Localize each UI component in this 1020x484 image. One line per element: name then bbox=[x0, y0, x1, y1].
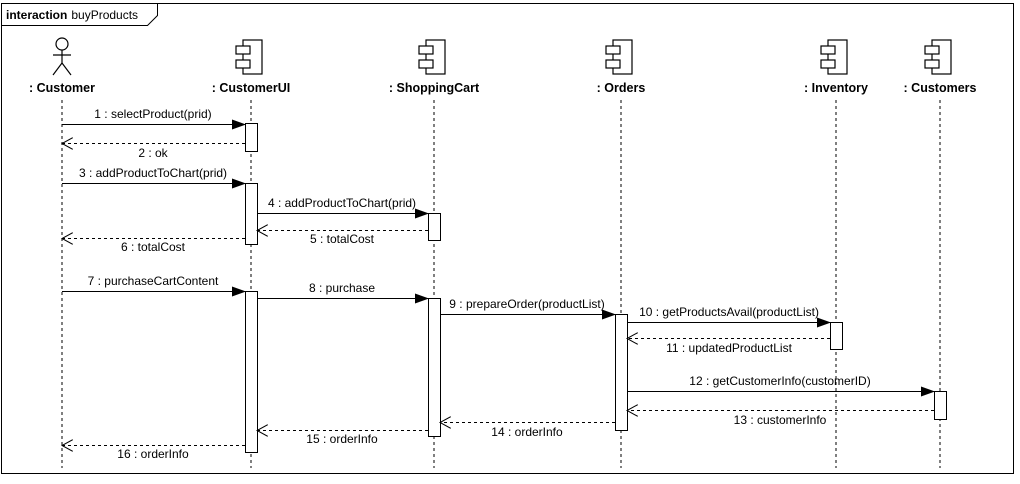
activation-bar-customerui bbox=[245, 183, 258, 245]
messages: 1 : selectProduct(prid) 2 : ok 3 : addProd… bbox=[62, 107, 935, 461]
activation-bars bbox=[245, 123, 947, 453]
return-message: 14 : orderInfo bbox=[440, 423, 615, 439]
actor-icon bbox=[52, 37, 72, 76]
message-label: 14 : orderInfo bbox=[491, 425, 563, 439]
message-label: 11 : updatedProductList bbox=[666, 341, 793, 355]
call-message: 10 : getProductsAvail(productList) bbox=[627, 305, 831, 328]
return-message: 5 : totalCost bbox=[257, 231, 428, 246]
lifeline-inventory: : Inventory bbox=[804, 39, 868, 468]
return-message: 16 : orderInfo bbox=[62, 446, 245, 461]
frame-tab bbox=[1, 3, 158, 26]
message-label: 9 : prepareOrder(productList) bbox=[449, 297, 604, 311]
lifeline-orders: : Orders bbox=[597, 39, 646, 468]
return-message: 15 : orderInfo bbox=[257, 431, 428, 446]
activation-bar-customers bbox=[934, 391, 947, 420]
component-icon bbox=[924, 39, 952, 75]
message-label: 7 : purchaseCartContent bbox=[88, 274, 219, 288]
component-icon bbox=[605, 39, 633, 75]
frame-keyword: interaction bbox=[6, 8, 67, 22]
call-message: 3 : addProductToChart(prid) bbox=[62, 166, 246, 189]
lifeline-label: : Customers bbox=[904, 81, 977, 95]
return-message: 11 : updatedProductList bbox=[627, 339, 830, 355]
component-icon bbox=[235, 39, 263, 75]
activation-bar-inventory bbox=[830, 322, 843, 350]
call-message: 7 : purchaseCartContent bbox=[62, 274, 246, 297]
activation-bar-customerui bbox=[245, 291, 258, 453]
lifeline-label: : Orders bbox=[597, 81, 646, 95]
message-label: 1 : selectProduct(prid) bbox=[94, 107, 211, 121]
frame-name: buyProducts bbox=[71, 8, 138, 22]
call-message: 4 : addProductToChart(prid) bbox=[257, 196, 429, 219]
call-message: 9 : prepareOrder(productList) bbox=[440, 297, 616, 320]
lifeline-label: : CustomerUI bbox=[212, 81, 290, 95]
message-label: 8 : purchase bbox=[309, 281, 375, 295]
message-label: 6 : totalCost bbox=[121, 240, 186, 254]
activation-bar-orders bbox=[615, 314, 628, 431]
frame-title: interaction buyProducts bbox=[6, 8, 138, 22]
lifeline-label: : Customer bbox=[29, 81, 95, 95]
message-label: 15 : orderInfo bbox=[306, 432, 378, 446]
return-message: 6 : totalCost bbox=[62, 239, 245, 254]
return-message: 13 : customerInfo bbox=[627, 411, 934, 427]
message-label: 5 : totalCost bbox=[310, 232, 375, 246]
call-message: 8 : purchase bbox=[257, 281, 429, 304]
activation-bar-customerui bbox=[245, 123, 258, 152]
lifeline-label: : ShoppingCart bbox=[389, 81, 480, 95]
component-icon bbox=[418, 39, 446, 75]
call-message: 12 : getCustomerInfo(customerID) bbox=[627, 374, 935, 397]
return-message: 2 : ok bbox=[62, 144, 245, 160]
lifeline-customer: : Customer bbox=[29, 37, 95, 468]
message-label: 12 : getCustomerInfo(customerID) bbox=[689, 374, 870, 388]
lifelines: : Customer : CustomerUI : ShoppingCart : Or… bbox=[29, 37, 977, 468]
activation-bar-shoppingcart bbox=[428, 213, 441, 241]
message-label: 13 : customerInfo bbox=[734, 413, 827, 427]
message-label: 3 : addProductToChart(prid) bbox=[79, 166, 227, 180]
component-icon bbox=[820, 39, 848, 75]
lifeline-customerui: : CustomerUI bbox=[212, 39, 290, 468]
interaction-frame bbox=[1, 3, 1014, 474]
message-label: 10 : getProductsAvail(productList) bbox=[639, 305, 819, 319]
message-label: 4 : addProductToChart(prid) bbox=[268, 196, 416, 210]
message-label: 16 : orderInfo bbox=[117, 447, 189, 461]
call-message: 1 : selectProduct(prid) bbox=[62, 107, 246, 130]
activation-bar-shoppingcart bbox=[428, 298, 441, 437]
message-label: 2 : ok bbox=[138, 146, 168, 160]
lifeline-label: : Inventory bbox=[804, 81, 868, 95]
lifeline-customers: : Customers bbox=[904, 39, 977, 468]
